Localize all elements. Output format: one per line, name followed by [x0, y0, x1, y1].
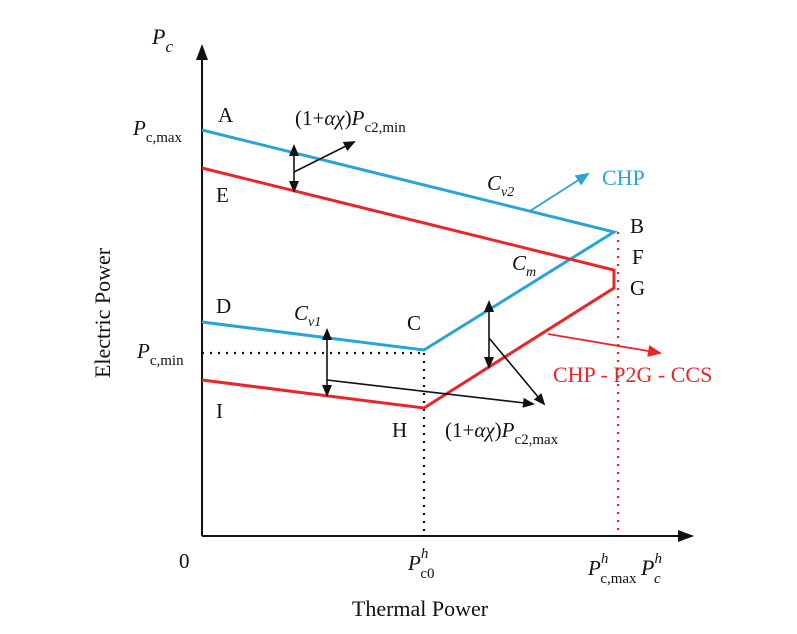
x-axis-title: Thermal Power	[352, 596, 489, 621]
curve-cm-label: Cm	[512, 251, 536, 280]
point-H: H	[392, 418, 407, 442]
point-I: I	[216, 399, 223, 423]
y-axis-symbol: Pc	[151, 24, 173, 56]
p2g-region-curve	[201, 166, 616, 410]
chp-label-pointer	[529, 172, 590, 212]
bottom-offset-pointer-right	[488, 337, 546, 406]
chp-label: CHP	[602, 165, 645, 190]
point-A: A	[218, 103, 234, 127]
point-E: E	[216, 183, 229, 207]
point-B: B	[630, 214, 644, 238]
bottom-offset-pointer-left	[326, 379, 535, 408]
point-F: F	[632, 245, 644, 269]
p2g-label-pointer	[547, 333, 662, 357]
tick-pc-min: Pc,min	[136, 339, 184, 369]
point-C: C	[407, 311, 421, 335]
curve-cv2-label: Cv2	[487, 171, 514, 200]
origin-label: 0	[179, 549, 190, 573]
point-G: G	[630, 276, 645, 300]
chp-region-curve	[201, 128, 618, 352]
point-D: D	[216, 294, 231, 318]
top-offset-label: (1+αχ)Pc2,min	[295, 106, 406, 136]
top-offset-pointer	[293, 141, 356, 173]
curve-cv1-label: Cv1	[294, 301, 321, 330]
y-axis-title: Electric Power	[90, 247, 115, 378]
p2g-label: CHP - P2G - CCS	[553, 362, 712, 387]
tick-pc-max: Pc,max	[132, 116, 183, 146]
bottom-offset-label: (1+αχ)Pc2,max	[445, 418, 559, 448]
